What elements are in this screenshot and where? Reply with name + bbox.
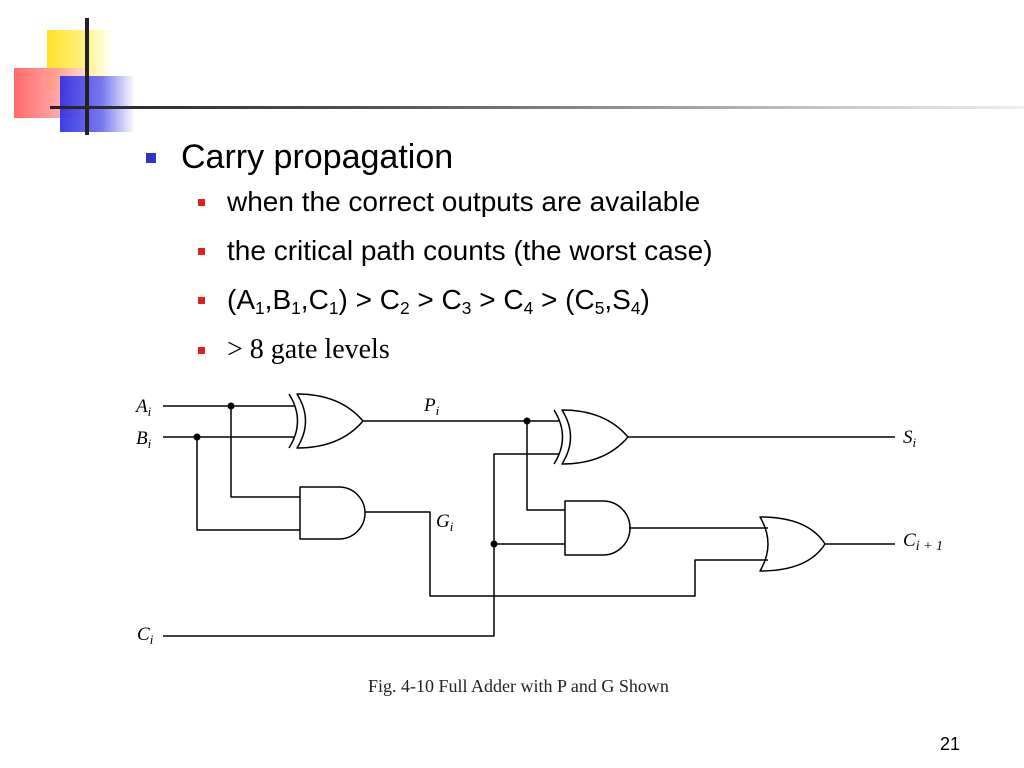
page-number: 21: [940, 734, 961, 754]
sub-bullet-critical-path: the critical path counts (the worst case…: [198, 235, 713, 267]
xor-gate-1: [288, 393, 364, 449]
label-input-c: Ci: [137, 624, 154, 647]
bullet-square-icon: [146, 152, 156, 163]
bullet-square-icon: [198, 346, 205, 354]
sub-bullet-carry-chain: (A1,B1,C1) > C2 > C3 > C4 > (C5,S4): [198, 284, 650, 319]
label-input-b: Bi: [136, 428, 152, 451]
decor-vertical-line: [85, 18, 89, 135]
bullet-square-icon: [198, 247, 205, 255]
title-divider-line: [50, 106, 1024, 109]
bullet-carry-propagation: Carry propagation: [146, 138, 453, 177]
sub-bullet-gate-levels: > 8 gate levels: [198, 334, 390, 366]
sub-bullet-outputs: when the correct outputs are available: [198, 186, 700, 218]
junction-dots: [193, 402, 531, 548]
label-input-a: Ai: [134, 396, 152, 419]
sub-bullet-text: when the correct outputs are available: [227, 186, 701, 217]
decor-blue-square: [60, 76, 135, 132]
bullet-square-icon: [198, 296, 205, 304]
label-generate: Gi: [436, 511, 454, 534]
circuit-wires: [163, 405, 895, 637]
xor-gate-2: [553, 409, 629, 465]
sub-bullet-text: the critical path counts (the worst case…: [227, 235, 713, 266]
label-carry-output: Ci + 1: [903, 530, 943, 554]
and-gate-2: [564, 500, 631, 556]
and-gate-1: [299, 486, 366, 540]
figure-caption: Fig. 4-10 Full Adder with P and G Shown: [368, 676, 669, 696]
or-gate: [759, 516, 826, 572]
sub-bullet-text: > 8 gate levels: [227, 334, 390, 365]
bullet-square-icon: [198, 198, 205, 206]
label-sum-output: Si: [903, 427, 917, 450]
label-propagate: Pi: [423, 395, 440, 418]
bullet-text: Carry propagation: [181, 138, 454, 176]
carry-chain-expression: (A1,B1,C1) > C2 > C3 > C4 > (C5,S4): [227, 284, 650, 319]
